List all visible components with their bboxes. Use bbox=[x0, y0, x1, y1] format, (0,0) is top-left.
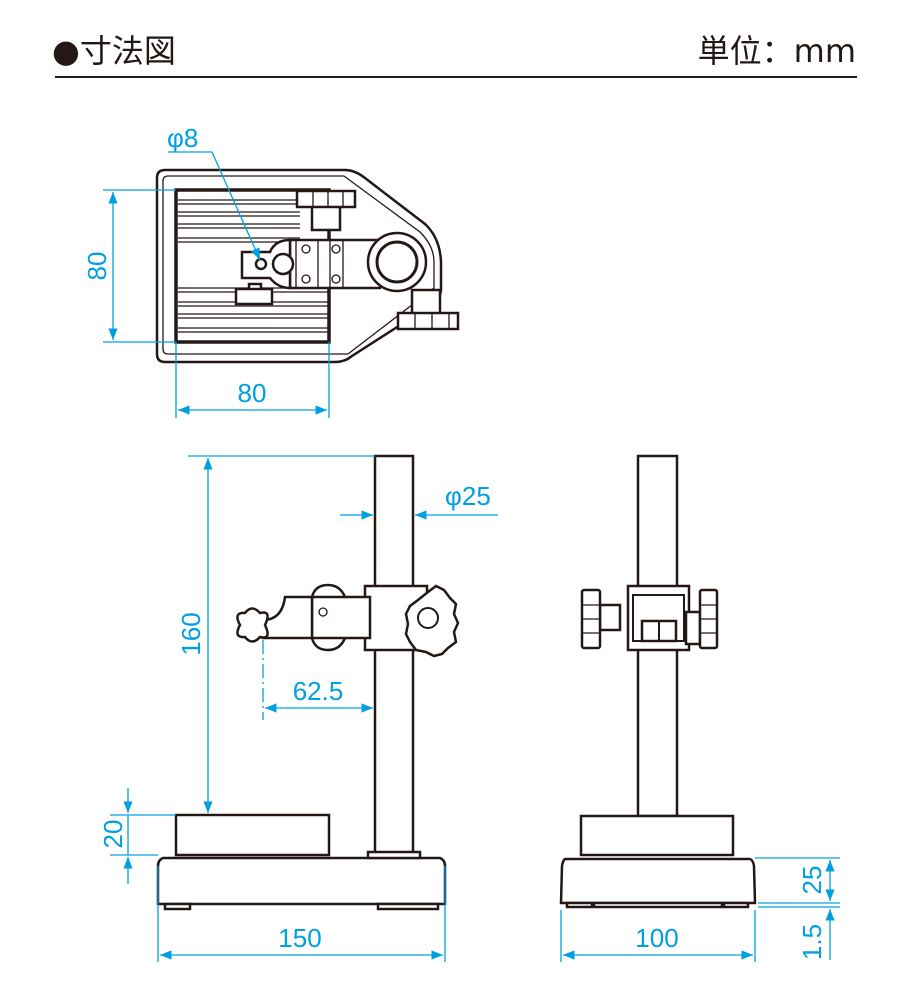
anvil-block bbox=[174, 813, 331, 857]
base bbox=[156, 856, 447, 906]
dim-pillar-dia: φ25 bbox=[445, 481, 491, 511]
dim-block-height: 20 bbox=[98, 820, 128, 849]
tip-hole bbox=[271, 252, 295, 276]
pillar bbox=[373, 454, 415, 858]
plate-inner-edge bbox=[162, 175, 435, 355]
side-view: 100 25 1.5 bbox=[559, 454, 840, 962]
dim-reach: 62.5 bbox=[293, 676, 344, 706]
clamp-knob bbox=[404, 584, 460, 658]
dim-height: 160 bbox=[176, 612, 206, 655]
arm bbox=[288, 238, 382, 290]
base-feet bbox=[163, 902, 440, 911]
knob-stem bbox=[598, 603, 622, 632]
stylus-lock-knob bbox=[234, 287, 274, 306]
dim-hole-dia: φ8 bbox=[167, 123, 198, 153]
dim-width: 80 bbox=[238, 378, 267, 408]
base bbox=[559, 857, 757, 905]
dim-depth: 80 bbox=[82, 252, 112, 281]
dim-base-height: 25 bbox=[797, 866, 827, 895]
dim-base-width: 150 bbox=[278, 923, 321, 953]
unit-label: 単位：mm bbox=[697, 32, 856, 70]
knob-stem bbox=[410, 288, 442, 316]
clamp-knob-right bbox=[396, 311, 460, 331]
anvil-block bbox=[579, 814, 735, 857]
leader-hole bbox=[168, 151, 261, 261]
arm-body bbox=[310, 595, 372, 640]
header-rule bbox=[55, 76, 857, 78]
stylus-knob bbox=[236, 607, 269, 643]
page-title: ●寸法図 bbox=[52, 32, 176, 70]
dim-base-depth: 100 bbox=[635, 923, 678, 953]
arm-tip bbox=[261, 595, 314, 640]
stylus-hole bbox=[254, 257, 268, 271]
dim-foot-height: 1.5 bbox=[797, 924, 827, 960]
knob-stem bbox=[310, 204, 342, 232]
top-view: φ8 80 80 bbox=[82, 123, 460, 418]
clamp-knob-top bbox=[295, 189, 357, 209]
front-view: φ25 160 20 62.5 150 bbox=[98, 454, 498, 962]
base-feet bbox=[565, 901, 750, 909]
